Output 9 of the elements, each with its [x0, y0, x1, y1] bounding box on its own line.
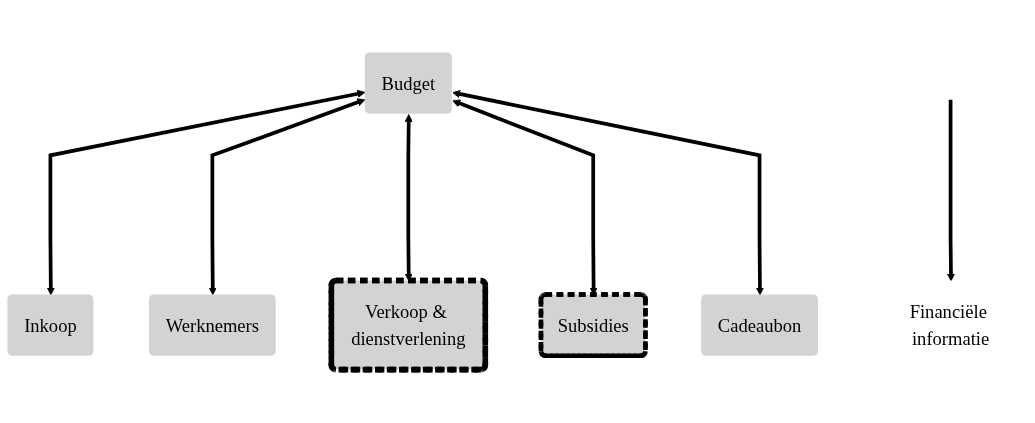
node-box: Budget — [364, 52, 452, 115]
arrow — [208, 98, 366, 296]
node-text: Financiële informatie — [909, 301, 990, 350]
arrow — [46, 90, 366, 296]
node-box: Inkoop — [7, 294, 94, 357]
arrow — [946, 100, 956, 282]
node-box: Werknemers — [149, 294, 276, 357]
arrow — [452, 90, 764, 296]
node-box: Cadeaubon — [701, 294, 818, 357]
